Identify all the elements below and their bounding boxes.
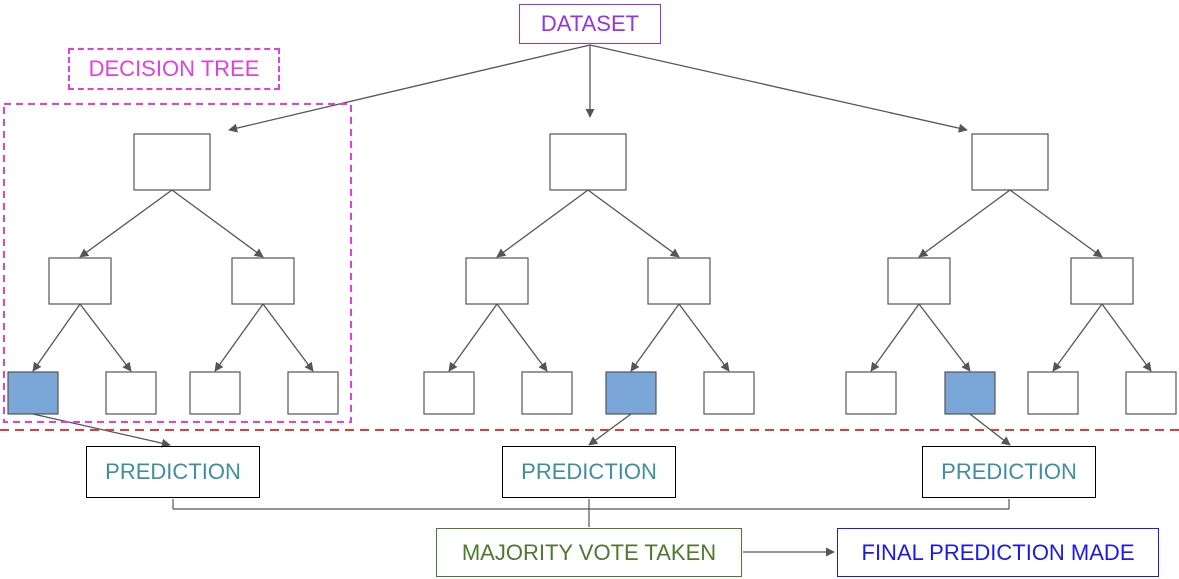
tree-1-leaf-arrow-2	[79, 303, 132, 372]
tree-2-root-to-child-arrow-2	[587, 189, 680, 258]
tree-3-leaf-arrow-2	[918, 303, 971, 372]
final-prediction-box: FINAL PREDICTION MADE	[837, 528, 1159, 577]
decision-tree-label-box: DECISION TREE	[68, 48, 280, 90]
tree-2-leaf-1	[423, 371, 475, 415]
tree-1-leaf-4	[287, 371, 339, 415]
tree-2-leaf-arrow-1	[448, 303, 498, 372]
prediction-label-3: PREDICTION	[941, 459, 1077, 484]
prediction-label-2: PREDICTION	[521, 459, 657, 484]
dataset-box: DATASET	[519, 4, 661, 44]
tree-1-root-to-child-arrow-1	[79, 189, 173, 258]
tree-1-leaf-arrow-4	[262, 303, 314, 372]
tree-1-child-node-1	[48, 257, 112, 305]
tree-3-root-to-child-arrow-1	[918, 189, 1011, 258]
tree-3-root-to-child-arrow-2	[1009, 189, 1103, 258]
majority-vote-label: MAJORITY VOTE TAKEN	[461, 539, 717, 565]
dataset-arrow-1	[228, 44, 591, 133]
decision-tree-frame	[3, 103, 352, 423]
tree-2-leaf-arrow-2	[496, 303, 548, 372]
tree-2-leaf-4	[703, 371, 755, 415]
tree-3-leaf-arrow-1	[870, 303, 920, 372]
shapes	[0, 103, 1179, 431]
tree-2-root-to-child-arrow-1	[496, 189, 589, 258]
tree-2-child-node-1	[465, 257, 529, 305]
tree-2-to-prediction-arrow	[588, 413, 632, 446]
tree-1-root-to-child-arrow-2	[171, 189, 264, 258]
majority-vote-box: MAJORITY VOTE TAKEN	[436, 528, 742, 577]
tree-3-leaf-1	[845, 371, 897, 415]
prediction-box-3: PREDICTION	[922, 446, 1096, 498]
tree-2-root-node	[549, 133, 627, 191]
prediction-box-1: PREDICTION	[86, 446, 260, 498]
connectors	[32, 44, 1152, 557]
prediction-label-1: PREDICTION	[105, 459, 241, 484]
tree-1-leaf-arrow-3	[214, 303, 264, 372]
tree-1-leaf-arrow-1	[32, 303, 81, 372]
tree-3-child-node-1	[887, 257, 951, 305]
tree-2-leaf-arrow-4	[678, 303, 730, 372]
tree-2-selected-leaf	[605, 371, 657, 415]
tree-1-child-node-2	[231, 257, 295, 305]
prediction-box-2: PREDICTION	[502, 446, 676, 498]
final-prediction-label: FINAL PREDICTION MADE	[861, 539, 1135, 565]
dataset-arrow-3	[589, 44, 968, 133]
decision-tree-label: DECISION TREE	[88, 56, 260, 81]
tree-2-leaf-arrow-3	[630, 303, 680, 372]
tree-2-leaf-2	[521, 371, 573, 415]
tree-1-leaf-3	[189, 371, 241, 415]
tree-3-leaf-3	[1027, 371, 1079, 415]
tree-1-leaf-2	[105, 371, 157, 415]
dataset-label: DATASET	[540, 11, 640, 36]
tree-3-selected-leaf	[944, 371, 996, 415]
tree-3-leaf-arrow-3	[1052, 303, 1103, 372]
tree-3-root-node	[971, 133, 1049, 191]
tree-2-child-node-2	[647, 257, 711, 305]
tree-3-leaf-arrow-4	[1101, 303, 1152, 372]
tree-3-child-node-2	[1070, 257, 1134, 305]
tree-3-leaf-4	[1125, 371, 1177, 415]
tree-1-to-prediction-arrow	[32, 413, 171, 448]
tree-1-selected-leaf	[7, 371, 59, 415]
tree-1-root-node	[133, 133, 211, 191]
